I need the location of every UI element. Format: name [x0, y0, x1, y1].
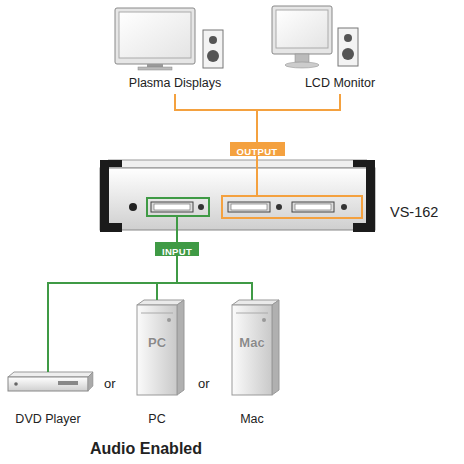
connector-line [177, 256, 252, 300]
dvd-player [58, 381, 78, 385]
pc-tower [137, 300, 184, 395]
pc-tower [137, 300, 184, 305]
switch-housing [129, 203, 137, 211]
connector-line [157, 256, 177, 300]
conjunction-label: or [198, 377, 210, 392]
input-port [198, 204, 204, 210]
pc-tower [177, 300, 184, 395]
dvd-player [88, 372, 93, 391]
lcd-monitor [276, 10, 328, 48]
speaker [338, 28, 358, 66]
dvd-player [8, 372, 93, 391]
plasma-display [115, 8, 195, 64]
tag-text: OUTPUT [237, 147, 278, 157]
mac-tower [232, 300, 279, 305]
tag-text: INPUT [162, 247, 192, 257]
pc-tower [141, 313, 173, 314]
connector-line [48, 256, 177, 372]
lcd-monitor [272, 6, 332, 68]
switch-housing [100, 160, 375, 232]
lcd-monitor [285, 62, 319, 68]
monitor-node: LCD Monitor [270, 2, 410, 94]
lcd-monitor [295, 54, 309, 63]
node-label: PC [148, 412, 165, 426]
mac-tower [232, 300, 279, 395]
pc-tower [167, 318, 171, 322]
output-ports [222, 196, 362, 218]
source-node: DVD Player [4, 372, 92, 430]
plasma-display [115, 8, 195, 70]
conjunction-label: or [104, 377, 116, 392]
dvd-player [8, 372, 93, 377]
connector-line [176, 232, 178, 242]
mac-tower [272, 300, 279, 395]
output-ports [341, 204, 347, 210]
mac-tower [236, 313, 268, 314]
port-lead [177, 160, 257, 232]
mac-tower [232, 305, 272, 395]
speaker [203, 30, 223, 68]
switch-node: VS-162 [100, 160, 375, 232]
output-ports [292, 202, 334, 212]
speaker [344, 34, 352, 42]
input-port [154, 204, 190, 210]
port-lead [256, 160, 258, 196]
input-tag: INPUT [155, 242, 199, 256]
output-ports [228, 202, 270, 212]
output-ports [222, 196, 362, 218]
switch-housing [100, 160, 122, 232]
input-port [151, 202, 193, 212]
computer-node: MacMac [225, 300, 279, 430]
display-node: Plasma Displays [110, 4, 240, 94]
port-lead [176, 216, 178, 232]
speaker [338, 28, 358, 66]
computer-node: PC PC [130, 300, 184, 430]
lcd-monitor [272, 6, 332, 54]
speaker [209, 36, 217, 44]
logo-text: PC [148, 336, 166, 351]
dvd-player [14, 382, 18, 386]
output-ports [231, 204, 267, 210]
node-label: VS-162 [390, 204, 438, 221]
input-port [147, 198, 209, 216]
mac-tower [262, 318, 266, 322]
input-port [147, 198, 209, 216]
output-ports [295, 204, 331, 210]
speaker [207, 50, 219, 62]
logo-text: Mac [239, 336, 264, 351]
output-ports [276, 204, 282, 210]
caption: Audio Enabled [90, 440, 202, 458]
plasma-display [138, 67, 172, 70]
plasma-display [119, 12, 191, 58]
connector-line [175, 94, 257, 142]
output-tag: OUTPUT [230, 142, 285, 156]
node-label: Plasma Displays [129, 76, 221, 90]
node-label: LCD Monitor [305, 76, 375, 90]
connector-line [257, 94, 340, 142]
speaker [342, 48, 354, 60]
speaker [203, 30, 223, 68]
node-label: Mac [240, 412, 264, 426]
switch-housing [100, 160, 375, 168]
pc-tower [137, 305, 177, 395]
node-label: DVD Player [15, 412, 80, 426]
dvd-player [8, 377, 88, 391]
switch-housing [100, 168, 375, 230]
plasma-display [147, 64, 163, 67]
